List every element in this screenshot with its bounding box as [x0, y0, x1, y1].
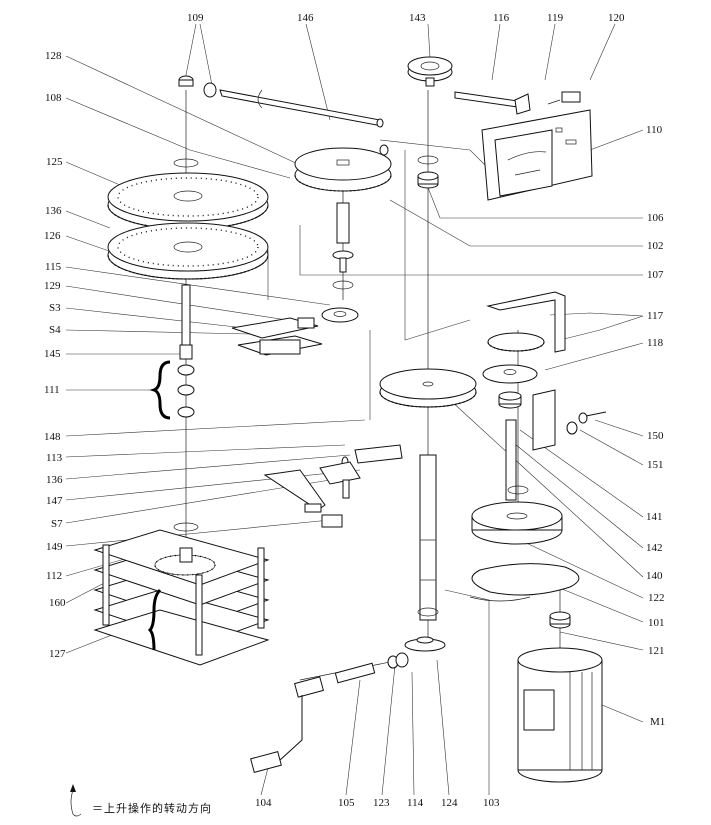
part-115-cam: [321, 307, 359, 323]
callout-136-upper: 136: [45, 205, 62, 217]
callout-s3: S3: [49, 302, 61, 314]
callout-143: 143: [409, 12, 426, 24]
part-141-pinion: [498, 391, 522, 501]
part-118-disc: [482, 364, 538, 384]
callout-121: 121: [648, 645, 665, 657]
callout-s7: S7: [51, 518, 63, 530]
part-126-gear: [107, 222, 269, 280]
legend-text: ＝上升操作的转动方向: [92, 802, 212, 815]
rotation-arrows: [173, 155, 531, 617]
callout-142: 142: [646, 542, 663, 554]
part-149-block: [321, 514, 343, 528]
part-106-pinion: [417, 171, 439, 189]
callout-147: 147: [46, 495, 63, 507]
callout-160: 160: [49, 597, 66, 609]
callout-102: 102: [647, 240, 664, 252]
callout-111: 111: [44, 384, 60, 396]
part-116-bracket: [454, 91, 531, 115]
callout-148: 148: [44, 431, 61, 443]
callout-108: 108: [45, 92, 62, 104]
callout-109: 109: [187, 12, 204, 24]
part-109-bushings: [178, 75, 217, 98]
part-150-screw: [578, 411, 607, 424]
part-121-pulley: [549, 611, 571, 629]
part-151-nut: [566, 421, 578, 435]
callout-112: 112: [46, 570, 63, 582]
callout-146: 146: [297, 12, 314, 24]
part-128-gear: [294, 144, 392, 273]
part-124-flange: [404, 636, 446, 652]
callout-105: 105: [338, 797, 355, 809]
part-105-shaft: [334, 662, 376, 684]
part-120-switch: [547, 91, 581, 105]
callout-103: 103: [483, 797, 500, 809]
part-104-crank: [250, 676, 324, 773]
part-147-arm: [319, 461, 361, 499]
part-140-pulley: [471, 501, 563, 545]
part-127-switch-stack: [93, 529, 270, 666]
callout-122: 122: [648, 592, 665, 604]
callout-128: 128: [45, 50, 62, 62]
rotation-arrow-icon: [70, 784, 82, 817]
callout-149: 149: [46, 541, 63, 553]
callout-120: 120: [608, 12, 625, 24]
callout-126: 126: [44, 230, 61, 242]
callout-129: 129: [44, 280, 61, 292]
part-119-panel: [481, 109, 593, 201]
callout-141: 141: [646, 511, 663, 523]
callout-110: 110: [646, 124, 663, 136]
callout-m1: M1: [650, 716, 666, 728]
part-114-bevel: [395, 652, 409, 668]
callout-114: 114: [407, 797, 424, 809]
part-103-shaft: [419, 454, 437, 621]
callout-104: 104: [255, 797, 272, 809]
part-m1-motor: [517, 647, 603, 783]
callout-140: 140: [646, 570, 663, 582]
part-s3-switch: [231, 317, 319, 339]
callout-119: 119: [547, 12, 564, 24]
callout-125: 125: [46, 156, 63, 168]
callout-123: 123: [373, 797, 390, 809]
part-111-coupling: [149, 360, 195, 420]
callout-150: 150: [647, 430, 664, 442]
callout-151: 151: [647, 459, 664, 471]
part-102-gear: [379, 368, 477, 408]
callout-136-lower: 136: [46, 474, 63, 486]
callout-116: 116: [493, 12, 510, 24]
part-117-bracket: [486, 291, 566, 353]
part-129-shaft: [179, 284, 193, 360]
part-bracket-plate: [532, 389, 556, 451]
callout-117: 117: [647, 310, 664, 322]
callout-118: 118: [647, 337, 664, 349]
part-s4-switch: [237, 335, 323, 356]
callout-101: 101: [648, 617, 665, 629]
callout-145: 145: [44, 348, 61, 360]
callout-127: 127: [49, 648, 66, 660]
callout-107: 107: [647, 269, 664, 281]
part-s7-switch: [263, 469, 326, 513]
part-101-belt: [471, 563, 580, 596]
callout-s4: S4: [49, 324, 61, 336]
callout-113: 113: [46, 452, 63, 464]
part-143-bearing: [407, 56, 453, 87]
callout-106: 106: [647, 212, 664, 224]
callout-124: 124: [441, 797, 458, 809]
callout-115: 115: [45, 261, 62, 273]
part-125-gear: [107, 172, 269, 230]
part-146-shaft: [219, 89, 384, 128]
